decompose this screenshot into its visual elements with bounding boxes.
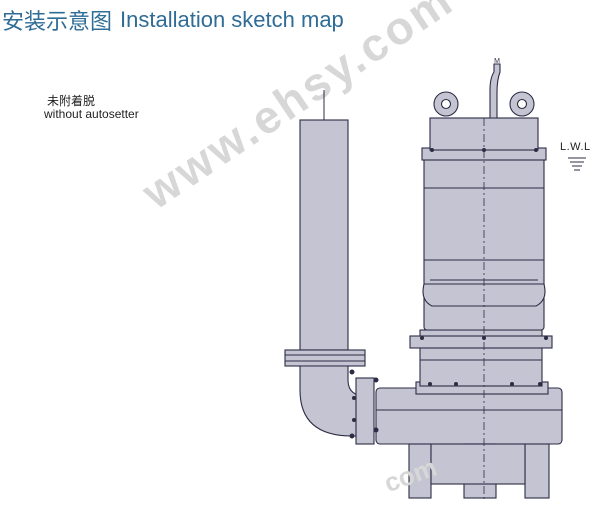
volute-casing bbox=[375, 387, 563, 445]
discharge-pipe bbox=[299, 119, 349, 351]
title-english: Installation sketch map bbox=[120, 7, 344, 32]
suction-cover bbox=[430, 443, 526, 485]
bearing-flange bbox=[409, 335, 553, 349]
pipe-flange bbox=[284, 349, 366, 367]
water-level-symbol bbox=[568, 157, 586, 171]
title-row: 安装示意图 Installation sketch map bbox=[0, 0, 344, 40]
title-chinese: 安装示意图 bbox=[2, 10, 113, 35]
low-water-level-label: L.W.L bbox=[560, 141, 591, 153]
cable-mark: M bbox=[494, 58, 500, 65]
power-cable bbox=[489, 63, 501, 119]
label-english: without autosetter bbox=[44, 107, 139, 121]
support-foot bbox=[524, 443, 550, 499]
label-chinese: 未附着脱 bbox=[47, 94, 96, 108]
outlet-flange bbox=[355, 377, 375, 445]
